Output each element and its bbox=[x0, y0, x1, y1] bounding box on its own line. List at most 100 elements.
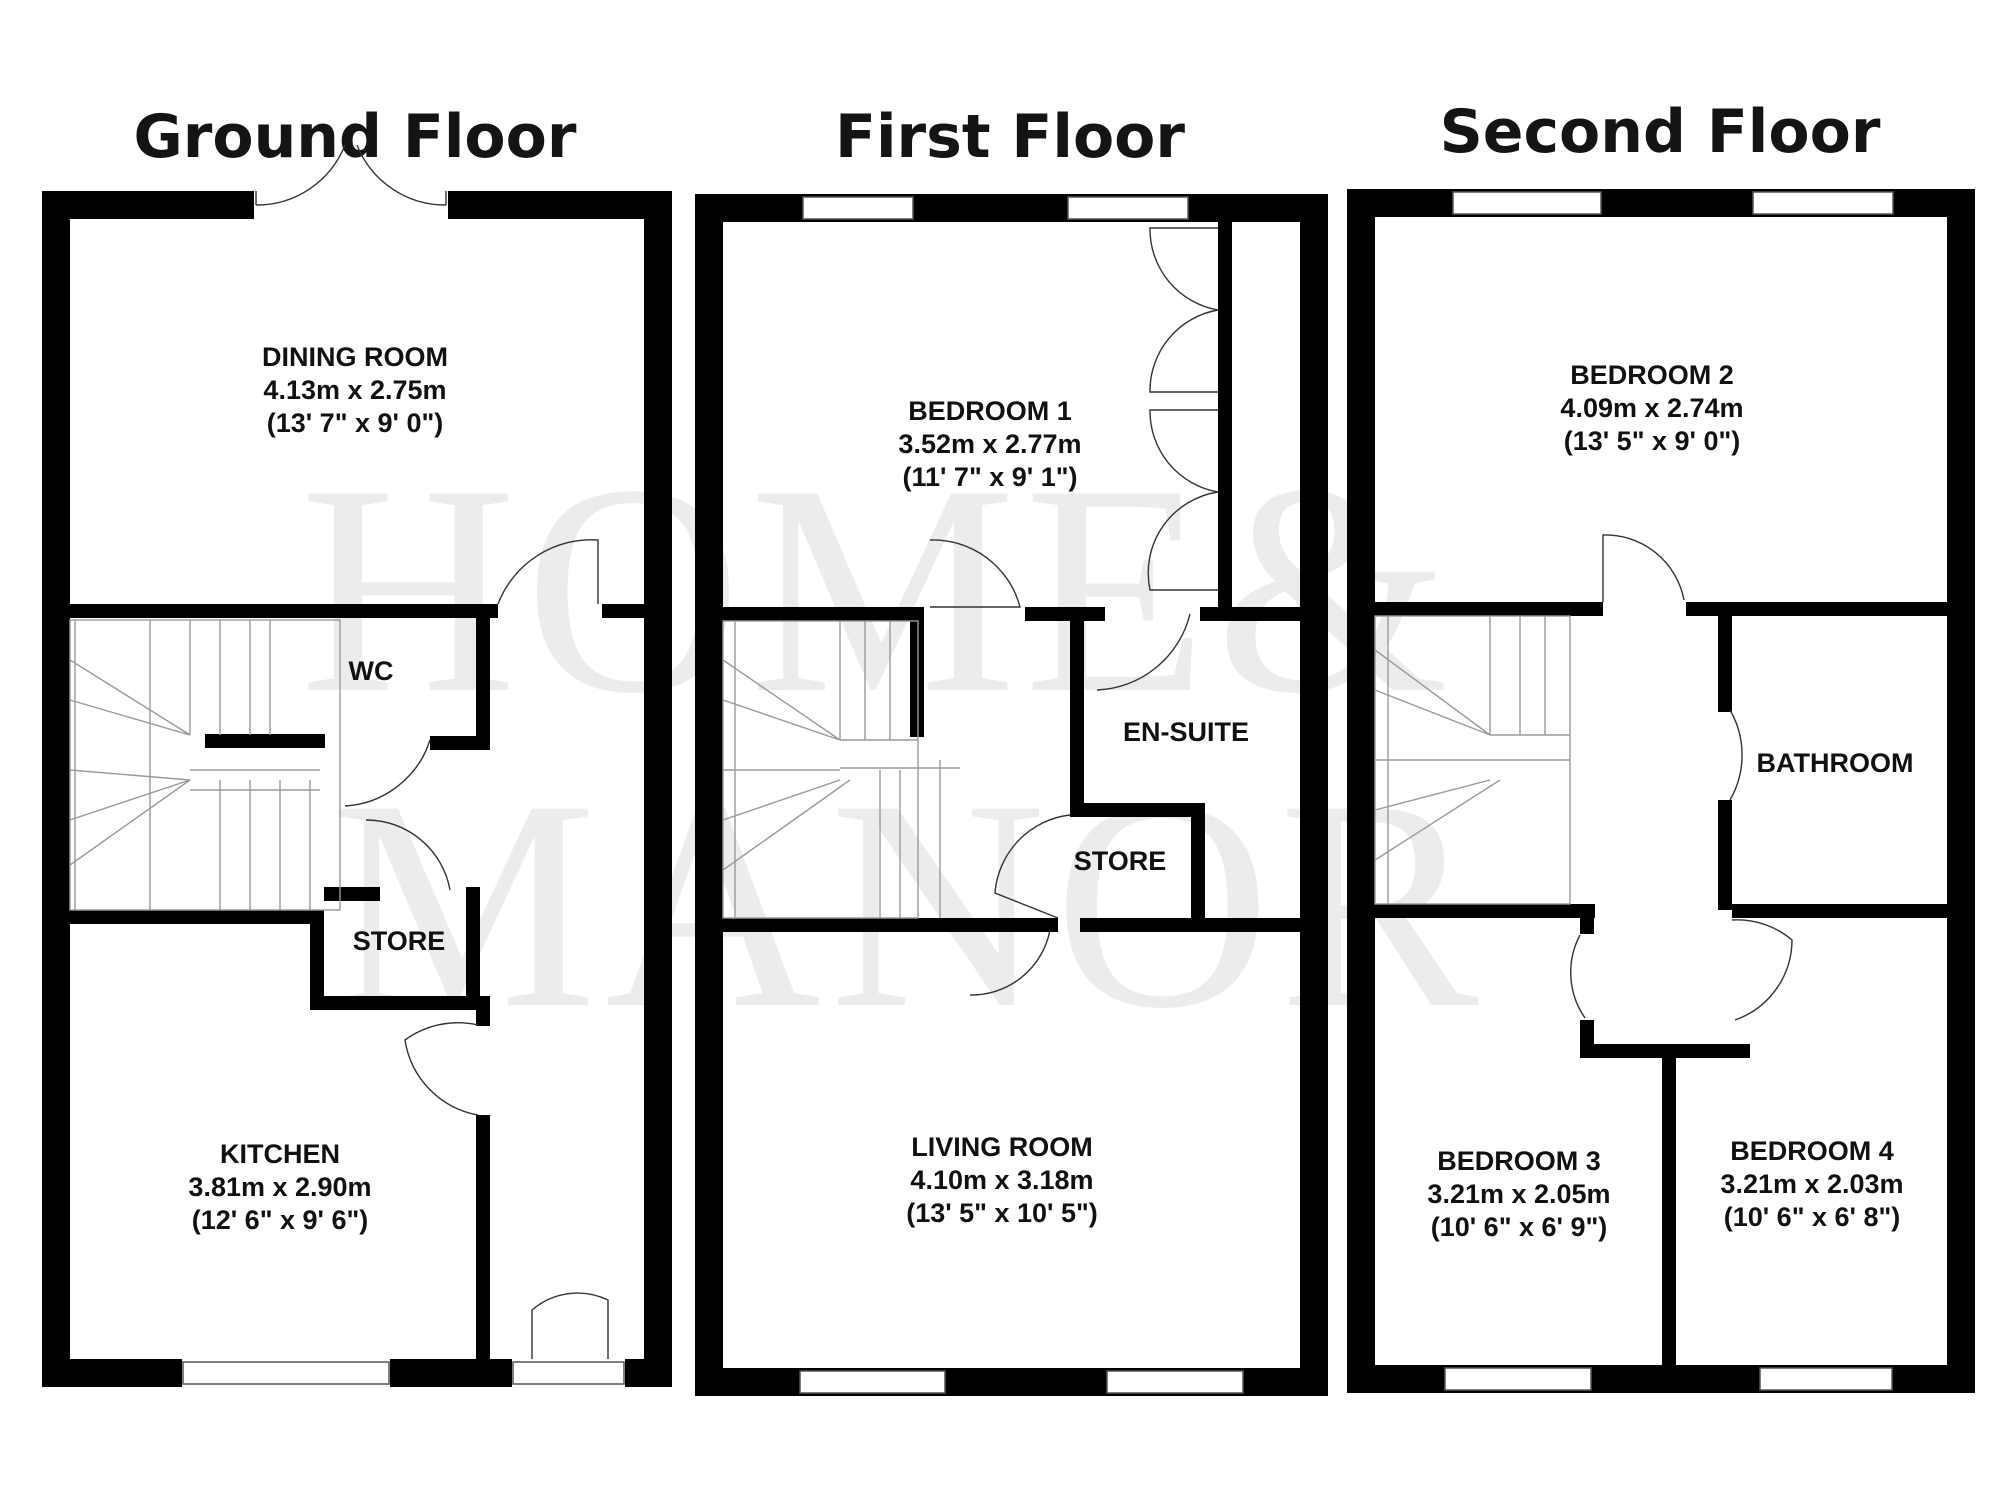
window bbox=[1759, 1367, 1893, 1391]
window bbox=[799, 1370, 946, 1394]
window bbox=[1106, 1370, 1244, 1394]
second-floor-title: Second Floor bbox=[1440, 97, 1881, 167]
room-metric: 4.10m x 3.18m bbox=[910, 1165, 1093, 1195]
wall bbox=[1718, 800, 1732, 910]
wall bbox=[1580, 904, 1594, 934]
wall bbox=[448, 191, 672, 219]
room-bedroom-2: BEDROOM 2 4.09m x 2.74m (13' 5" x 9' 0") bbox=[1560, 360, 1743, 456]
room-name: EN-SUITE bbox=[1123, 717, 1249, 747]
wall bbox=[1686, 602, 1947, 616]
room-imperial: (13' 5" x 10' 5") bbox=[906, 1198, 1098, 1228]
staircase bbox=[69, 619, 341, 911]
wall bbox=[695, 194, 1323, 222]
patio-doors[interactable] bbox=[255, 144, 447, 206]
room-store: STORE bbox=[1074, 846, 1167, 876]
wall bbox=[205, 734, 325, 748]
wall bbox=[430, 736, 490, 750]
room-name: WC bbox=[349, 656, 394, 686]
wall bbox=[42, 191, 70, 1387]
wall bbox=[70, 604, 498, 618]
wall bbox=[1300, 194, 1328, 1396]
wall bbox=[310, 996, 490, 1010]
first-floor-plan: BEDROOM 1 3.52m x 2.77m (11' 7" x 9' 1")… bbox=[695, 194, 1328, 1396]
watermark: HOME& MANOR bbox=[300, 423, 1487, 1070]
window bbox=[1067, 196, 1189, 220]
window bbox=[182, 1361, 390, 1385]
staircase bbox=[722, 620, 960, 919]
wall bbox=[476, 996, 490, 1026]
room-bedroom-1: BEDROOM 1 3.52m x 2.77m (11' 7" x 9' 1") bbox=[898, 396, 1081, 492]
room-metric: 4.09m x 2.74m bbox=[1560, 393, 1743, 423]
wall bbox=[695, 194, 723, 1396]
ground-floor-plan: DINING ROOM 4.13m x 2.75m (13' 7" x 9' 0… bbox=[42, 144, 672, 1387]
door-swing bbox=[344, 539, 609, 1359]
room-name: BEDROOM 1 bbox=[908, 396, 1072, 426]
room-bedroom-4: BEDROOM 4 3.21m x 2.03m (10' 6" x 6' 8") bbox=[1720, 1136, 1903, 1232]
door-swing bbox=[929, 539, 1191, 996]
room-name: BEDROOM 3 bbox=[1437, 1146, 1601, 1176]
wall bbox=[910, 607, 924, 737]
second-floor-plan: BEDROOM 2 4.09m x 2.74m (13' 5" x 9' 0")… bbox=[1347, 189, 1975, 1393]
watermark-line-2: MANOR bbox=[330, 738, 1487, 1070]
window bbox=[1452, 191, 1602, 215]
wall bbox=[42, 191, 254, 219]
wall bbox=[476, 1115, 490, 1365]
room-dining-room: DINING ROOM 4.13m x 2.75m (13' 7" x 9' 0… bbox=[262, 342, 448, 438]
room-imperial: (10' 6" x 6' 8") bbox=[1724, 1202, 1901, 1232]
wall bbox=[324, 887, 380, 901]
room-name: BEDROOM 4 bbox=[1730, 1136, 1894, 1166]
wall bbox=[70, 910, 310, 924]
wall bbox=[625, 1359, 672, 1387]
room-imperial: (13' 5" x 9' 0") bbox=[1564, 426, 1741, 456]
wall bbox=[1947, 189, 1975, 1393]
room-kitchen: KITCHEN 3.81m x 2.90m (12' 6" x 9' 6") bbox=[188, 1139, 371, 1235]
first-floor-title: First Floor bbox=[835, 102, 1185, 172]
wall bbox=[466, 887, 480, 1010]
door-swing bbox=[1570, 534, 1793, 1021]
front-door-threshold[interactable] bbox=[512, 1361, 625, 1385]
staircase bbox=[1374, 615, 1571, 905]
wall bbox=[1025, 607, 1105, 621]
wall bbox=[644, 191, 672, 1387]
wall bbox=[1191, 803, 1205, 918]
wall bbox=[1732, 904, 1947, 918]
room-metric: 3.21m x 2.03m bbox=[1720, 1169, 1903, 1199]
wall bbox=[1718, 1044, 1732, 1058]
wall bbox=[723, 918, 1058, 932]
room-name: BATHROOM bbox=[1757, 748, 1914, 778]
wall bbox=[310, 910, 324, 1010]
room-name: DINING ROOM bbox=[262, 342, 448, 372]
watermark-line-1: HOME& bbox=[300, 423, 1457, 755]
room-imperial: (10' 6" x 6' 9") bbox=[1431, 1212, 1608, 1242]
wall bbox=[1080, 803, 1205, 817]
room-name: STORE bbox=[1074, 846, 1167, 876]
wall bbox=[1375, 904, 1595, 918]
room-imperial: (13' 7" x 9' 0") bbox=[267, 408, 444, 438]
room-imperial: (12' 6" x 9' 6") bbox=[192, 1205, 369, 1235]
room-metric: 4.13m x 2.75m bbox=[263, 375, 446, 405]
room-metric: 3.21m x 2.05m bbox=[1427, 1179, 1610, 1209]
window bbox=[1752, 191, 1894, 215]
window bbox=[1444, 1367, 1592, 1391]
room-bathroom: BATHROOM bbox=[1757, 748, 1914, 778]
wall bbox=[390, 1359, 512, 1387]
room-name: LIVING ROOM bbox=[911, 1132, 1093, 1162]
wall bbox=[1070, 607, 1084, 817]
room-imperial: (11' 7" x 9' 1") bbox=[902, 462, 1077, 492]
wall bbox=[1718, 602, 1732, 712]
room-metric: 3.81m x 2.90m bbox=[188, 1172, 371, 1202]
wardrobe-doors[interactable] bbox=[1147, 227, 1219, 591]
wall bbox=[476, 618, 490, 750]
room-wc: WC bbox=[349, 656, 394, 686]
room-bedroom-3: BEDROOM 3 3.21m x 2.05m (10' 6" x 6' 9") bbox=[1427, 1146, 1610, 1242]
room-store: STORE bbox=[353, 926, 446, 956]
wall bbox=[1218, 222, 1232, 607]
wall bbox=[1347, 189, 1375, 1393]
wall bbox=[1662, 1044, 1676, 1370]
room-metric: 3.52m x 2.77m bbox=[898, 429, 1081, 459]
wall bbox=[1200, 607, 1300, 621]
window bbox=[802, 196, 914, 220]
room-en-suite: EN-SUITE bbox=[1123, 717, 1249, 747]
wall bbox=[1080, 918, 1300, 932]
room-name: BEDROOM 2 bbox=[1570, 360, 1734, 390]
